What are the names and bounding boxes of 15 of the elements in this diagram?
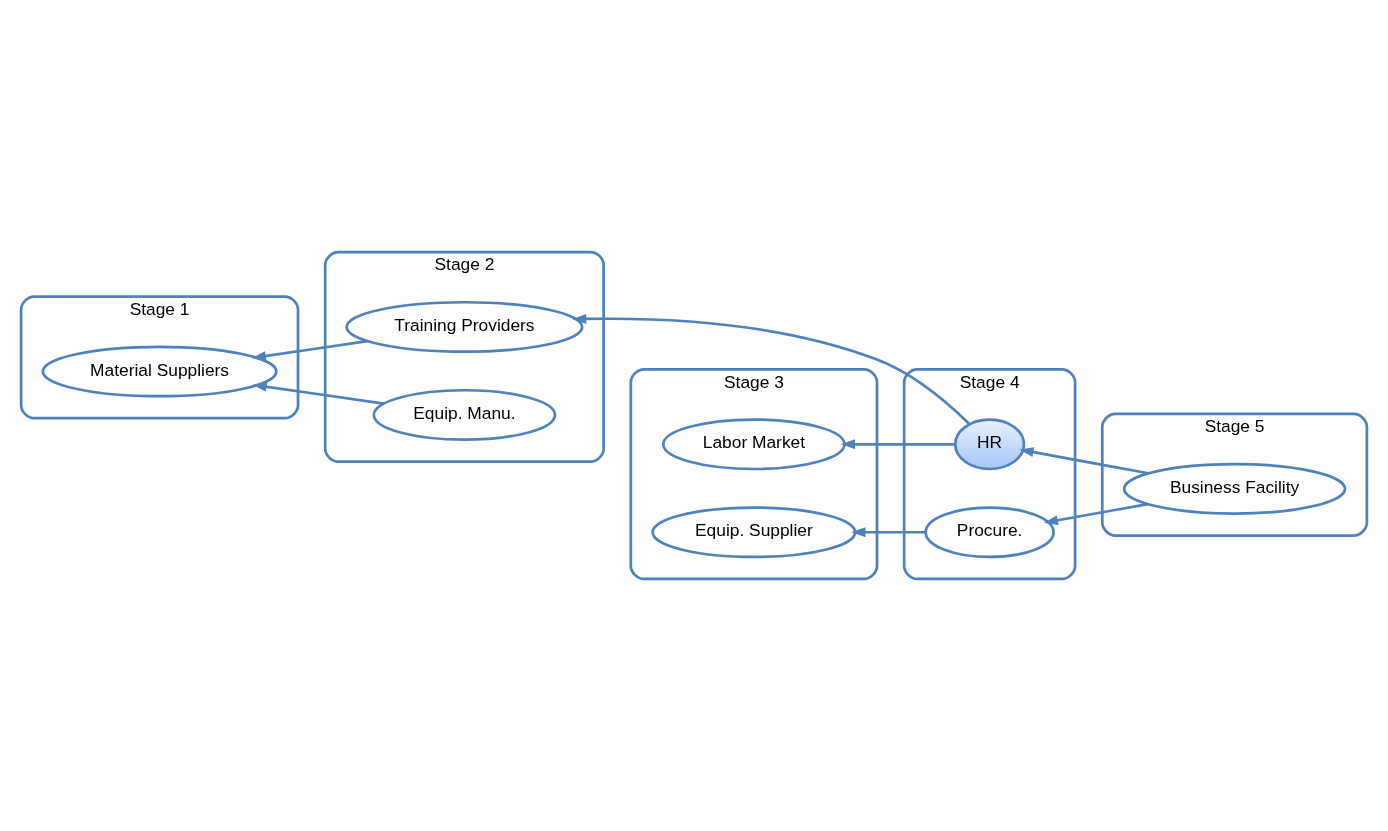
node-ellipse: Material Suppliers <box>41 345 278 398</box>
node-ellipse: HR <box>953 418 1026 471</box>
node-ellipse: Procure. <box>924 506 1055 559</box>
arrow <box>1043 502 1149 526</box>
arrow <box>251 339 368 361</box>
arrow <box>252 381 384 405</box>
arrow <box>1019 447 1149 475</box>
node-ellipse: Business Facility <box>1122 462 1347 515</box>
node-ellipse: Equip. Supplier <box>651 506 857 559</box>
node-ellipse: Labor Market <box>662 418 846 471</box>
arrow <box>851 527 926 538</box>
arrow <box>840 439 955 450</box>
node-ellipse: Training Providers <box>345 300 584 354</box>
node-ellipse: Equip. Manu. <box>372 388 557 442</box>
arrow <box>572 313 971 426</box>
